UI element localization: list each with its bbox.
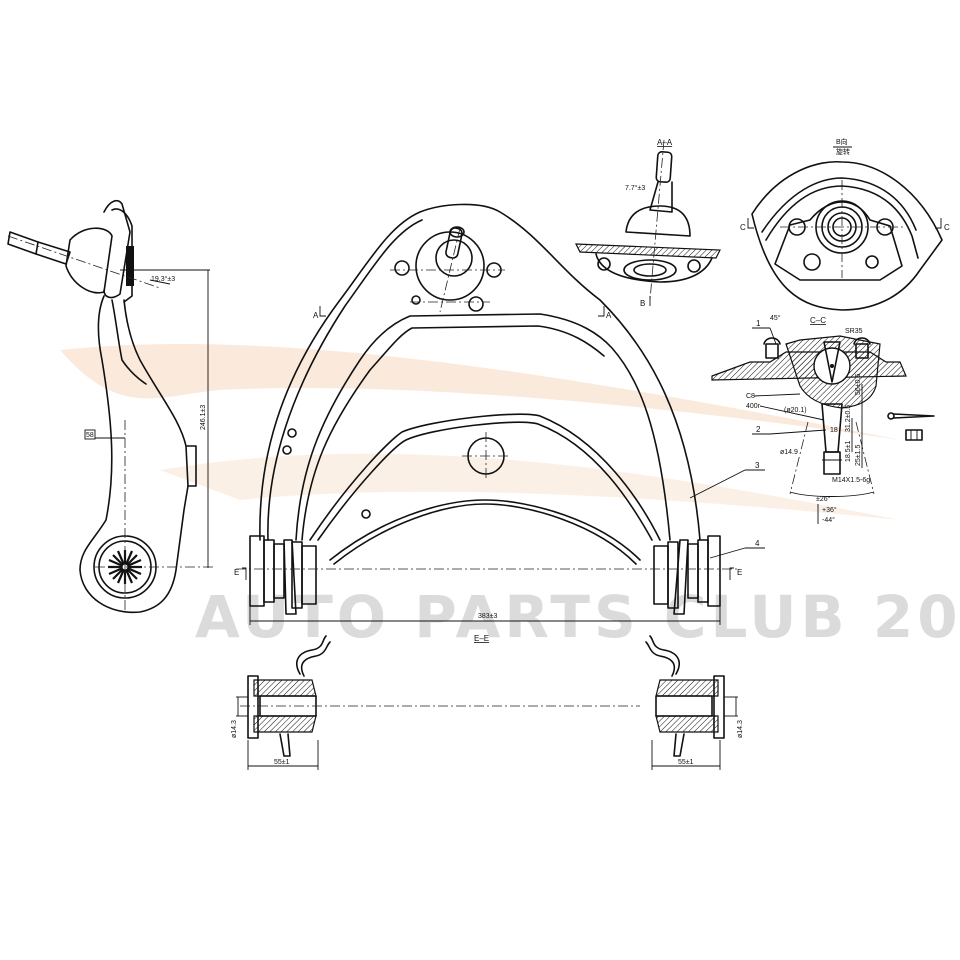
marker-b: B — [640, 299, 645, 308]
callout-4: 4 — [755, 539, 760, 548]
dim-cc-taper: 400r — [746, 403, 761, 410]
marker-e-left: E — [234, 568, 239, 577]
marker-a-right: A — [606, 311, 612, 320]
dim-cc-angle-top: 45° — [770, 314, 781, 322]
dim-bushing-right-dia: ø14.3 — [737, 720, 744, 738]
dim-cc-sr: SR35 — [845, 328, 863, 335]
dim-side-box: 58 — [86, 432, 94, 439]
dim-cc-tilt-up: +36° — [822, 506, 837, 514]
watermark-text: AUTO PARTS CLUB 2018 — [195, 583, 960, 651]
cotter-pin — [887, 412, 935, 420]
section-ee-right: 55±1 ø14.3 — [645, 635, 744, 770]
section-cc-label: C–C — [810, 316, 826, 325]
bushing-right — [653, 535, 721, 615]
dim-cc-len-18: 18.5±1 — [845, 441, 852, 462]
dim-cc-len-25: 25±1.5 — [855, 445, 862, 466]
dim-overall-width: 383±3 — [478, 613, 498, 620]
view-b-label-bottom: 旋转 — [836, 147, 850, 156]
marker-c-left: C — [740, 223, 746, 232]
side-view: 19.3°±3 246.1±3 58 — [7, 199, 215, 614]
callout-3: 3 — [755, 461, 760, 470]
dim-side-height: 246.1±3 — [200, 405, 207, 430]
marker-c-right: C — [944, 223, 950, 232]
view-b-label-top: B向 — [836, 137, 848, 146]
marker-a-left: A — [313, 311, 319, 320]
main-view: A A E E 383±3 E–E 3 4 — [234, 203, 765, 643]
dim-cc-dia-14: ø14.9 — [780, 449, 798, 456]
dim-cc-r: C8 — [746, 393, 755, 400]
view-b: B向 旋转 C C — [740, 137, 950, 311]
callout-1: 1 — [756, 319, 761, 328]
dim-cc-swing: ±26° — [816, 495, 831, 503]
marker-e-right: E — [737, 568, 742, 577]
dim-cc-len-56: 56±0.5 — [855, 374, 862, 395]
section-ee-left: 55±1 ø14.3 — [231, 635, 640, 770]
dim-aa-angle: 7.7°±3 — [625, 184, 645, 192]
dim-cc-tilt-down: -44° — [822, 516, 835, 524]
callout-2: 2 — [756, 425, 761, 434]
dim-cc-len-31: 31.2±0.5 — [845, 405, 852, 432]
section-aa-label: A–A — [657, 138, 673, 147]
dim-bushing-right-length: 55±1 — [678, 759, 694, 766]
dim-bushing-left-length: 55±1 — [274, 759, 290, 766]
logo-swoosh — [60, 344, 900, 520]
section-cc: C–C 45° SR35 56±0.5 31.2±0.5 18.5±1 25±1… — [711, 314, 935, 524]
section-aa: A–A 7.7°±3 B — [575, 138, 721, 308]
dim-cc-thread: M14X1.5-6g — [832, 477, 870, 484]
bushing-left — [249, 535, 317, 615]
dim-bushing-left-dia: ø14.3 — [231, 720, 238, 738]
castle-nut — [905, 429, 923, 441]
dim-cc-dia-20: (ø20.1) — [784, 407, 807, 414]
section-ee-label: E–E — [474, 634, 489, 643]
dim-cc-inner: 18 — [830, 427, 838, 434]
dim-side-angle: 19.3°±3 — [151, 275, 175, 283]
